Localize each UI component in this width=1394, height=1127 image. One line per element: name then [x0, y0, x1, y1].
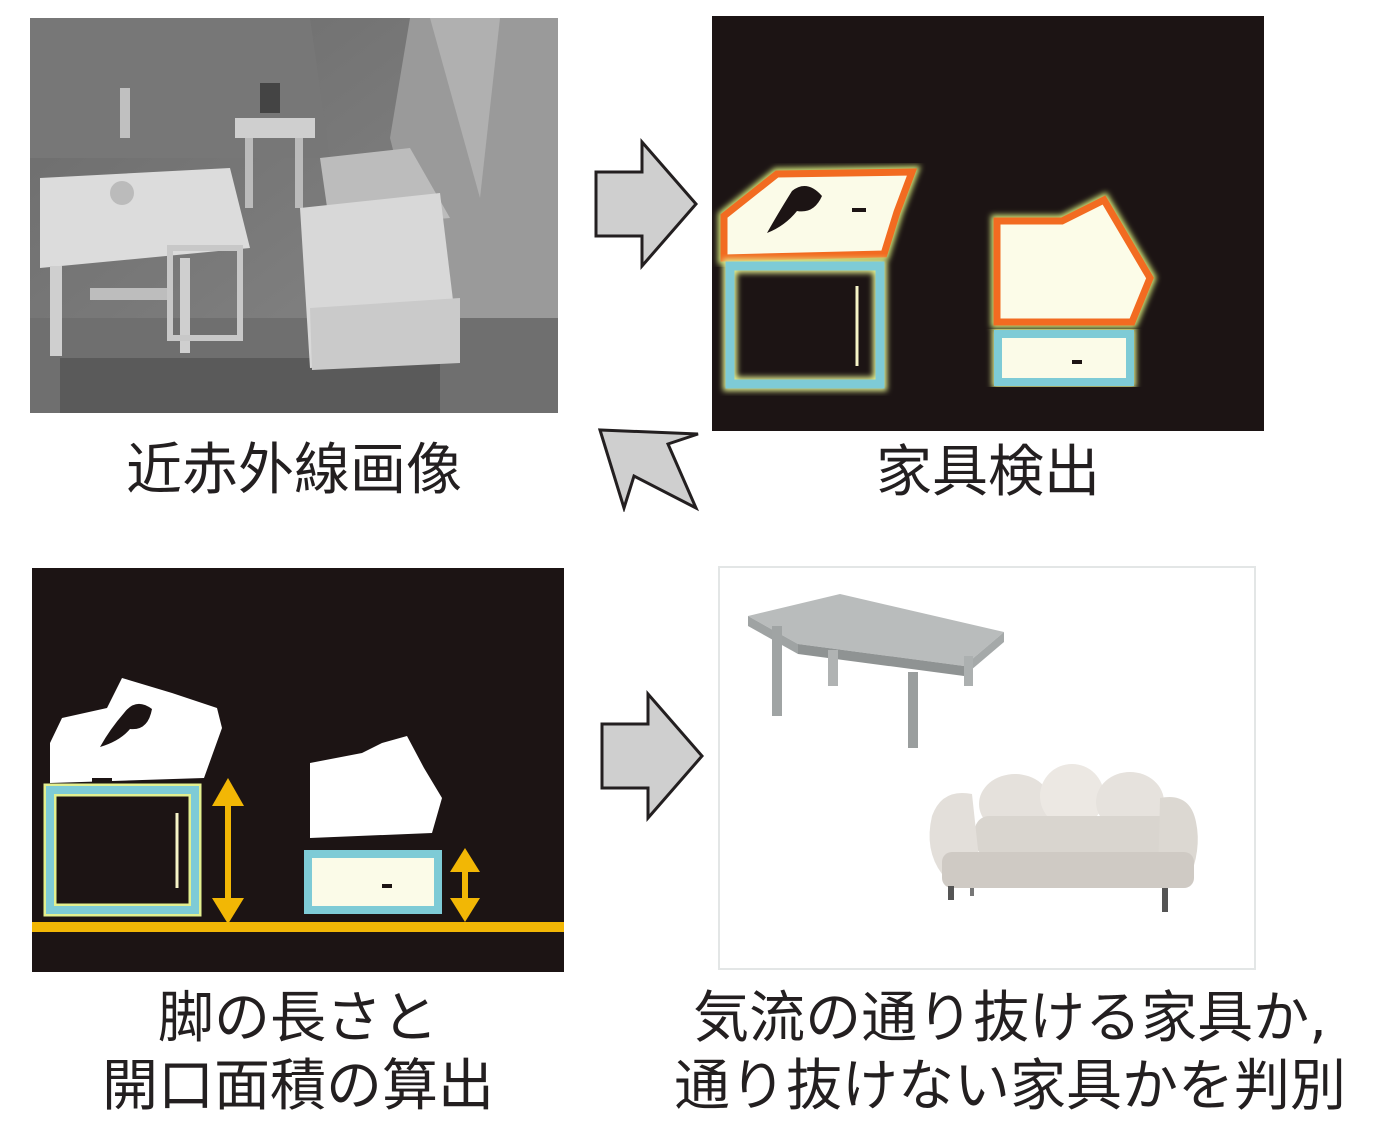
measurement-panel [32, 568, 564, 972]
caption-measurement-line2: 開口面積の算出 [32, 1054, 564, 1120]
height-arrow-icon [450, 848, 480, 922]
down-left-arrow-icon [596, 404, 702, 512]
right-arrow-icon [598, 690, 708, 822]
caption-furniture-detection: 家具検出 [712, 440, 1264, 506]
detection-overlay [712, 16, 1264, 431]
measurement-overlay [32, 568, 564, 972]
nir-room-photo [30, 18, 558, 413]
classification-panel [718, 566, 1256, 970]
caption-nir-image: 近赤外線画像 [30, 438, 558, 504]
table-icon [748, 594, 1004, 748]
nir-image-panel [30, 18, 558, 413]
caption-measurement-line1: 脚の長さと [32, 986, 564, 1052]
caption-classification-line1: 気流の通り抜ける家具か, [640, 986, 1380, 1052]
sofa-icon [930, 764, 1198, 912]
caption-classification-line2: 通り抜けない家具かを判別 [640, 1054, 1380, 1120]
right-arrow-icon [592, 138, 702, 270]
detection-panel [712, 16, 1264, 431]
height-arrow-icon [212, 778, 244, 924]
